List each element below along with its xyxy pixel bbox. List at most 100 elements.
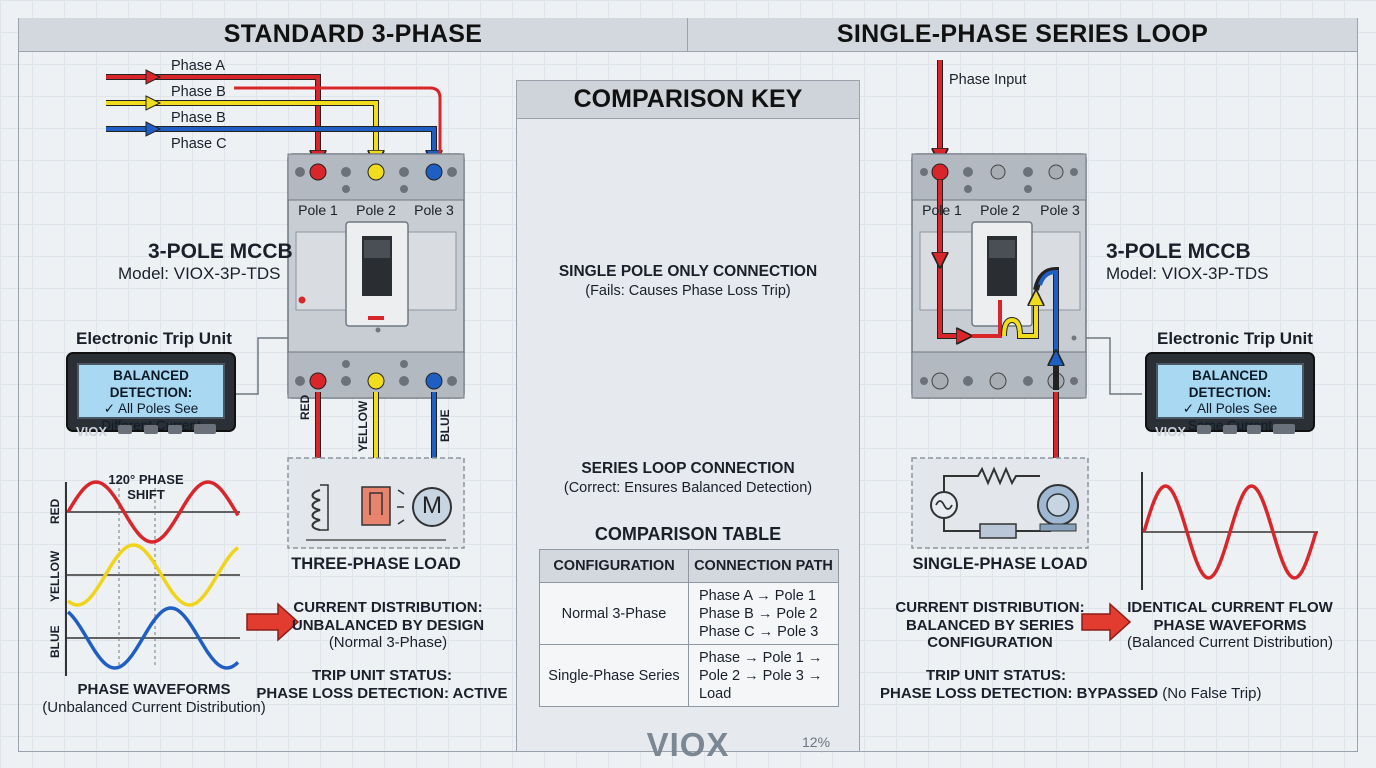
left-trip-status: TRIP UNIT STATUS: PHASE LOSS DETECTION: …: [256, 667, 507, 703]
right-breaker-title: 3-POLE MCCB: [1106, 240, 1251, 263]
wave-axis-blue: BLUE: [48, 625, 62, 658]
right-trip-connector: [1086, 337, 1142, 395]
phase-input-label: Phase Input: [949, 72, 1027, 88]
left-current-distribution: CURRENT DISTRIBUTION: UNBALANCED BY DESI…: [292, 599, 484, 652]
path-line: Load: [699, 685, 732, 702]
wrong-caption: SINGLE POLE ONLY CONNECTION: [558, 263, 818, 280]
right-lcd-button-2[interactable]: [1223, 425, 1237, 434]
path-line: Pole 2 → Pole 3 →: [699, 667, 823, 684]
table-cell-config: Normal 3-Phase: [539, 582, 689, 645]
right-lcd-line2: ✓ All Poles See: [1182, 401, 1278, 416]
path-line: Phase → Pole 1 →: [699, 649, 823, 666]
left-trip-unit-title: Electronic Trip Unit: [76, 329, 232, 348]
phase-a-label: Phase A: [171, 58, 226, 74]
right-lcd-line1: BALANCED DETECTION:: [1188, 368, 1272, 400]
left-lcd-brand: VIOX: [76, 424, 108, 439]
phase-a-wire: [106, 69, 318, 160]
zoom-level: 12%: [802, 734, 831, 750]
phase-c-wire: [106, 121, 434, 160]
table-cell-path: Phase → Pole 1 → Pole 2 → Pole 3 → Load: [688, 644, 839, 707]
comparison-table: CONFIGURATION CONNECTION PATH Normal 3-P…: [539, 549, 839, 707]
path-line: Phase C → Pole 3: [699, 623, 819, 640]
right-lcd-button-3[interactable]: [1247, 425, 1261, 434]
wave-axis-red: RED: [48, 498, 62, 524]
right-lcd-button-1[interactable]: [1197, 425, 1211, 434]
phase-shift-line2: SHIFT: [127, 487, 165, 502]
viox-logo: VIOX: [646, 726, 730, 763]
left-trip-status-line1: TRIP UNIT STATUS:: [311, 667, 452, 684]
identical-flow-line2: PHASE WAVEFORMS: [1153, 616, 1307, 634]
right-trip-unit-title: Electronic Trip Unit: [1157, 329, 1313, 348]
series-loop-path: [940, 180, 1056, 390]
left-header: STANDARD 3-PHASE: [18, 18, 688, 52]
comparison-key-title: COMPARISON KEY: [517, 81, 859, 119]
single-phase-load-label: SINGLE-PHASE LOAD: [912, 555, 1088, 573]
right-identical-waveform: [1141, 472, 1318, 590]
left-trip-connector: [236, 337, 288, 395]
table-row: Single-Phase Series Phase → Pole 1 → Pol…: [539, 644, 839, 707]
right-current-distribution: CURRENT DISTRIBUTION: BALANCED BY SERIES…: [895, 599, 1084, 652]
left-breaker-title: 3-POLE MCCB: [148, 240, 293, 263]
left-lcd-button-4[interactable]: [194, 424, 216, 434]
left-phase-waveforms: [65, 480, 240, 676]
phase-b-wire: [106, 95, 376, 160]
left-lcd-button-1[interactable]: [118, 425, 132, 434]
wire-blue-label: BLUE: [438, 409, 452, 442]
wire-red-label: RED: [298, 394, 312, 420]
correct-note: (Correct: Ensures Balanced Detection): [563, 480, 813, 496]
table-row: Normal 3-Phase Phase A → Pole 1 Phase B …: [539, 582, 839, 645]
left-cd-note: (Normal 3-Phase): [328, 634, 448, 651]
right-distribution-arrow: [1081, 602, 1132, 642]
motor-letter: M: [422, 492, 442, 519]
left-pole2-label: Pole 2: [356, 202, 396, 218]
right-mccb-breaker: [911, 153, 1087, 399]
right-trip-status-note: (No False Trip): [1158, 685, 1262, 702]
left-lcd-line1: BALANCED DETECTION:: [109, 368, 193, 400]
wave-axis-yellow: YELLOW: [48, 550, 62, 602]
left-pole1-label: Pole 1: [298, 202, 338, 218]
correct-caption: SERIES LOOP CONNECTION: [581, 460, 795, 477]
left-trip-status-line2: PHASE LOSS DETECTION: ACTIVE: [256, 685, 508, 702]
right-lcd-brand: VIOX: [1155, 424, 1187, 439]
identical-flow-note: (Balanced Current Distribution): [1127, 634, 1333, 651]
phase-b2-label: Phase B: [171, 110, 226, 126]
phase-b-label: Phase B: [171, 84, 226, 100]
phase-shift-line1: 120° PHASE: [108, 472, 184, 487]
left-breaker-model: Model: VIOX-3P-TDS: [118, 264, 281, 283]
table-cell-path: Phase A → Pole 1 Phase B → Pole 2 Phase …: [688, 582, 839, 645]
right-breaker-model: Model: VIOX-3P-TDS: [1106, 264, 1269, 283]
right-trip-status-title: TRIP UNIT STATUS:: [926, 667, 1066, 684]
right-trip-status: PHASE LOSS DETECTION: BYPASSED (No False…: [880, 685, 1261, 702]
right-trip-unit-display: BALANCED DETECTION: ✓ All Poles See Same…: [1145, 352, 1315, 439]
left-trip-unit-display: BALANCED DETECTION: ✓ All Poles See Diff…: [66, 352, 236, 439]
path-line: Phase B → Pole 2: [699, 605, 818, 622]
left-lcd-button-2[interactable]: [144, 425, 158, 434]
right-header: SINGLE-PHASE SERIES LOOP: [688, 18, 1358, 52]
identical-flow-label: IDENTICAL CURRENT FLOW PHASE WAVEFORMS (…: [1127, 599, 1333, 652]
table-header-connection-path: CONNECTION PATH: [688, 549, 839, 583]
three-phase-load: [287, 457, 465, 549]
wire-yellow-label: YELLOW: [356, 400, 370, 452]
wrong-note: (Fails: Causes Phase Loss Trip): [585, 283, 791, 299]
left-pole3-label: Pole 3: [414, 202, 454, 218]
phase-c-label: Phase C: [171, 136, 227, 152]
right-lcd-button-4[interactable]: [1273, 424, 1295, 434]
left-lcd-button-3[interactable]: [168, 425, 182, 434]
right-cd-line1: CURRENT DISTRIBUTION:: [895, 599, 1085, 616]
right-pole3-label: Pole 3: [1040, 202, 1080, 218]
waveform-title: PHASE WAVEFORMS: [77, 681, 231, 698]
left-mccb-breaker: [287, 153, 465, 399]
comparison-table-title: COMPARISON TABLE: [594, 524, 782, 544]
table-header-configuration: CONFIGURATION: [539, 549, 689, 583]
phase-shift-label: 120° PHASE SHIFT: [108, 472, 183, 502]
right-pole2-label: Pole 2: [980, 202, 1020, 218]
left-cd-line2: UNBALANCED BY DESIGN: [291, 616, 485, 634]
left-distribution-arrow: [246, 602, 300, 642]
table-cell-config: Single-Phase Series: [539, 644, 689, 707]
identical-flow-line1: IDENTICAL CURRENT FLOW: [1127, 599, 1333, 616]
three-phase-load-label: THREE-PHASE LOAD: [291, 555, 461, 573]
waveform-subtitle: (Unbalanced Current Distribution): [42, 699, 266, 716]
left-cd-line1: CURRENT DISTRIBUTION:: [293, 599, 483, 616]
left-lcd-line2: ✓ All Poles See: [103, 401, 199, 416]
